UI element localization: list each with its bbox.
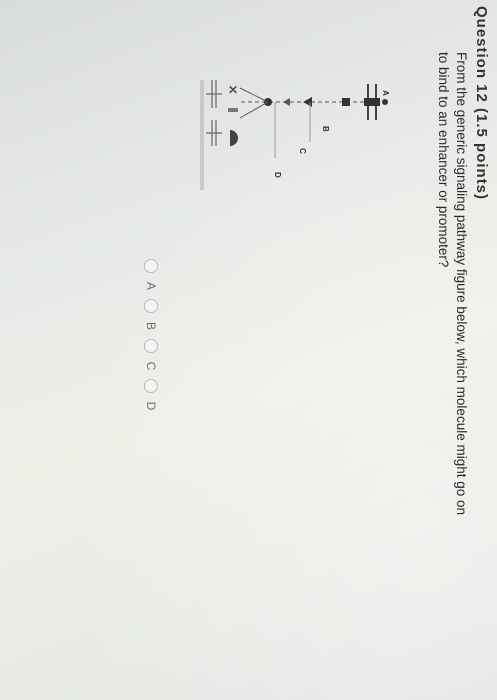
dna-strands — [206, 80, 222, 146]
figure-label-d: D — [273, 172, 282, 178]
question-header: Question 12 (1.5 points) — [473, 6, 490, 201]
figure-label-b: B — [321, 126, 330, 132]
ligand-icon — [382, 99, 388, 105]
molecule-c-icon — [303, 97, 312, 107]
figure-label-a: A — [381, 90, 390, 96]
nucleus-base — [200, 80, 204, 190]
radio-a[interactable] — [144, 259, 158, 273]
figure-label-c: C — [298, 148, 307, 154]
radio-d[interactable] — [144, 379, 158, 393]
signaling-pathway-figure: ✕ A B C D — [200, 80, 390, 190]
target-dome-icon — [230, 130, 238, 146]
molecule-c2-icon — [283, 98, 290, 106]
option-b[interactable]: B — [130, 295, 176, 335]
option-c[interactable]: C — [130, 335, 176, 375]
answer-options: A B C D — [130, 255, 176, 415]
target-x-icon: ✕ — [228, 83, 238, 97]
option-a[interactable]: A — [130, 255, 176, 295]
molecule-b-icon — [342, 98, 350, 106]
target-bar-icon — [228, 108, 238, 112]
option-d-label: D — [144, 401, 158, 411]
receptor-icon — [364, 98, 380, 106]
radio-b[interactable] — [144, 299, 158, 313]
question-text: From the generic signaling pathway figur… — [436, 52, 469, 516]
option-d[interactable]: D — [130, 375, 176, 415]
radio-c[interactable] — [144, 339, 158, 353]
